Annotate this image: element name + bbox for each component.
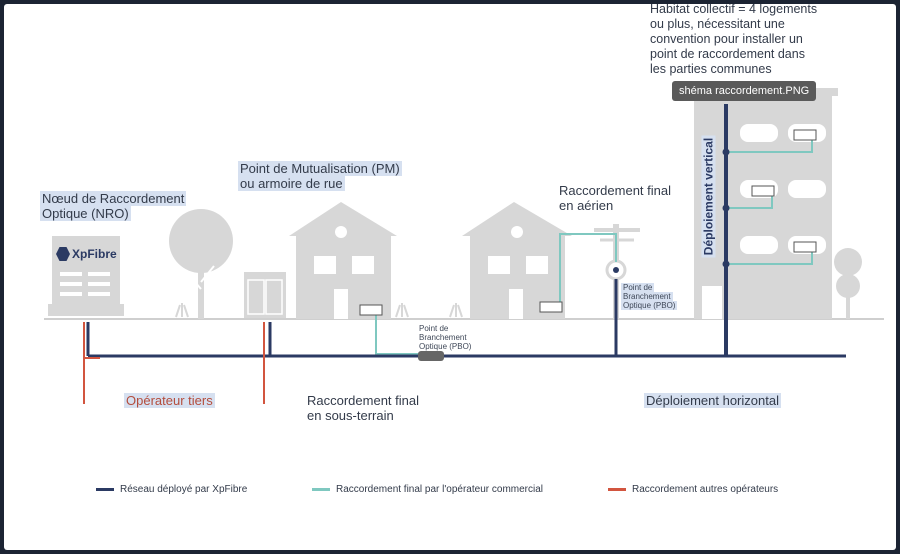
nro-line: Optique (NRO) [40, 206, 131, 221]
aerien-line: Raccordement final [559, 183, 671, 198]
legend-autres: Raccordement autres opérateurs [608, 484, 778, 495]
habitat-line: les parties communes [650, 62, 772, 76]
legend-label: Raccordement autres opérateurs [632, 484, 779, 495]
tree-right [834, 248, 862, 319]
deploiement-horizontal-text: Déploiement horizontal [644, 393, 781, 408]
pbo-aerien-label: Point de Branchement Optique (PBO) [621, 283, 678, 310]
sous-terrain-label: Raccordement final en sous-terrain [307, 393, 419, 423]
operateur-tiers-label: Opérateur tiers [124, 393, 215, 408]
legend-commercial: Raccordement final par l'opérateur comme… [312, 484, 543, 495]
pbo-line: Branchement [419, 333, 467, 342]
deploiement-vertical-label: Déploiement vertical [701, 132, 717, 262]
pm-line: ou armoire de rue [238, 176, 345, 191]
pbo-sous-label: Point de Branchement Optique (PBO) [419, 324, 471, 351]
deploiement-horizontal-label: Déploiement horizontal [644, 393, 781, 408]
legend-label: Réseau déployé par XpFibre [120, 484, 248, 495]
pbo-line: Optique (PBO) [419, 342, 472, 351]
legend-swatch [312, 487, 330, 491]
legend-swatch [608, 487, 626, 491]
nro-line: Nœud de Raccordement [40, 191, 187, 206]
pbo-underground-box [418, 351, 444, 361]
diagram-drawing [44, 88, 884, 404]
habitat-line: convention pour installer un [650, 32, 803, 46]
legend-label: Raccordement final par l'opérateur comme… [336, 484, 543, 495]
habitat-line: ou plus, nécessitant une [650, 17, 785, 31]
logo-text: XpFibre [72, 247, 117, 261]
diagram-frame: XpFibre Habitat collectif = 4 logements … [4, 4, 896, 550]
house-2 [462, 202, 572, 319]
xpfibre-logo: XpFibre [56, 244, 118, 264]
tree-left [169, 209, 233, 319]
legend-xpfibre: Réseau déployé par XpFibre [96, 484, 247, 495]
habitat-line: point de raccordement dans [650, 47, 805, 61]
logo-hex-icon [56, 247, 70, 261]
pm-line: Point de Mutualisation (PM) [238, 161, 402, 176]
aerien-line: en aérien [559, 198, 614, 213]
filename-tooltip: shéma raccordement.PNG [672, 81, 817, 101]
sous-terrain-line: Raccordement final [307, 393, 419, 408]
operateur-tiers-text: Opérateur tiers [124, 393, 215, 408]
aerien-label: Raccordement final en aérien [559, 183, 671, 213]
other-operators [83, 322, 265, 404]
pm-cabinet [244, 272, 286, 318]
xpfibre-network [86, 104, 846, 358]
house-1 [289, 202, 397, 319]
legend-swatch [96, 487, 114, 491]
pbo-line: Branchement [621, 292, 673, 301]
pbo-line: Point de [621, 283, 655, 292]
habitat-label: Habitat collectif = 4 logements ou plus,… [650, 4, 817, 77]
deploiement-vertical-text: Déploiement vertical [701, 135, 716, 258]
pm-label: Point de Mutualisation (PM) ou armoire d… [238, 161, 402, 191]
pbo-line: Point de [419, 324, 449, 333]
habitat-line: Habitat collectif = 4 logements [650, 4, 818, 16]
pbo-line: Optique (PBO) [621, 301, 678, 310]
nro-label: Nœud de Raccordement Optique (NRO) [40, 191, 187, 221]
sous-terrain-line: en sous-terrain [307, 408, 394, 423]
